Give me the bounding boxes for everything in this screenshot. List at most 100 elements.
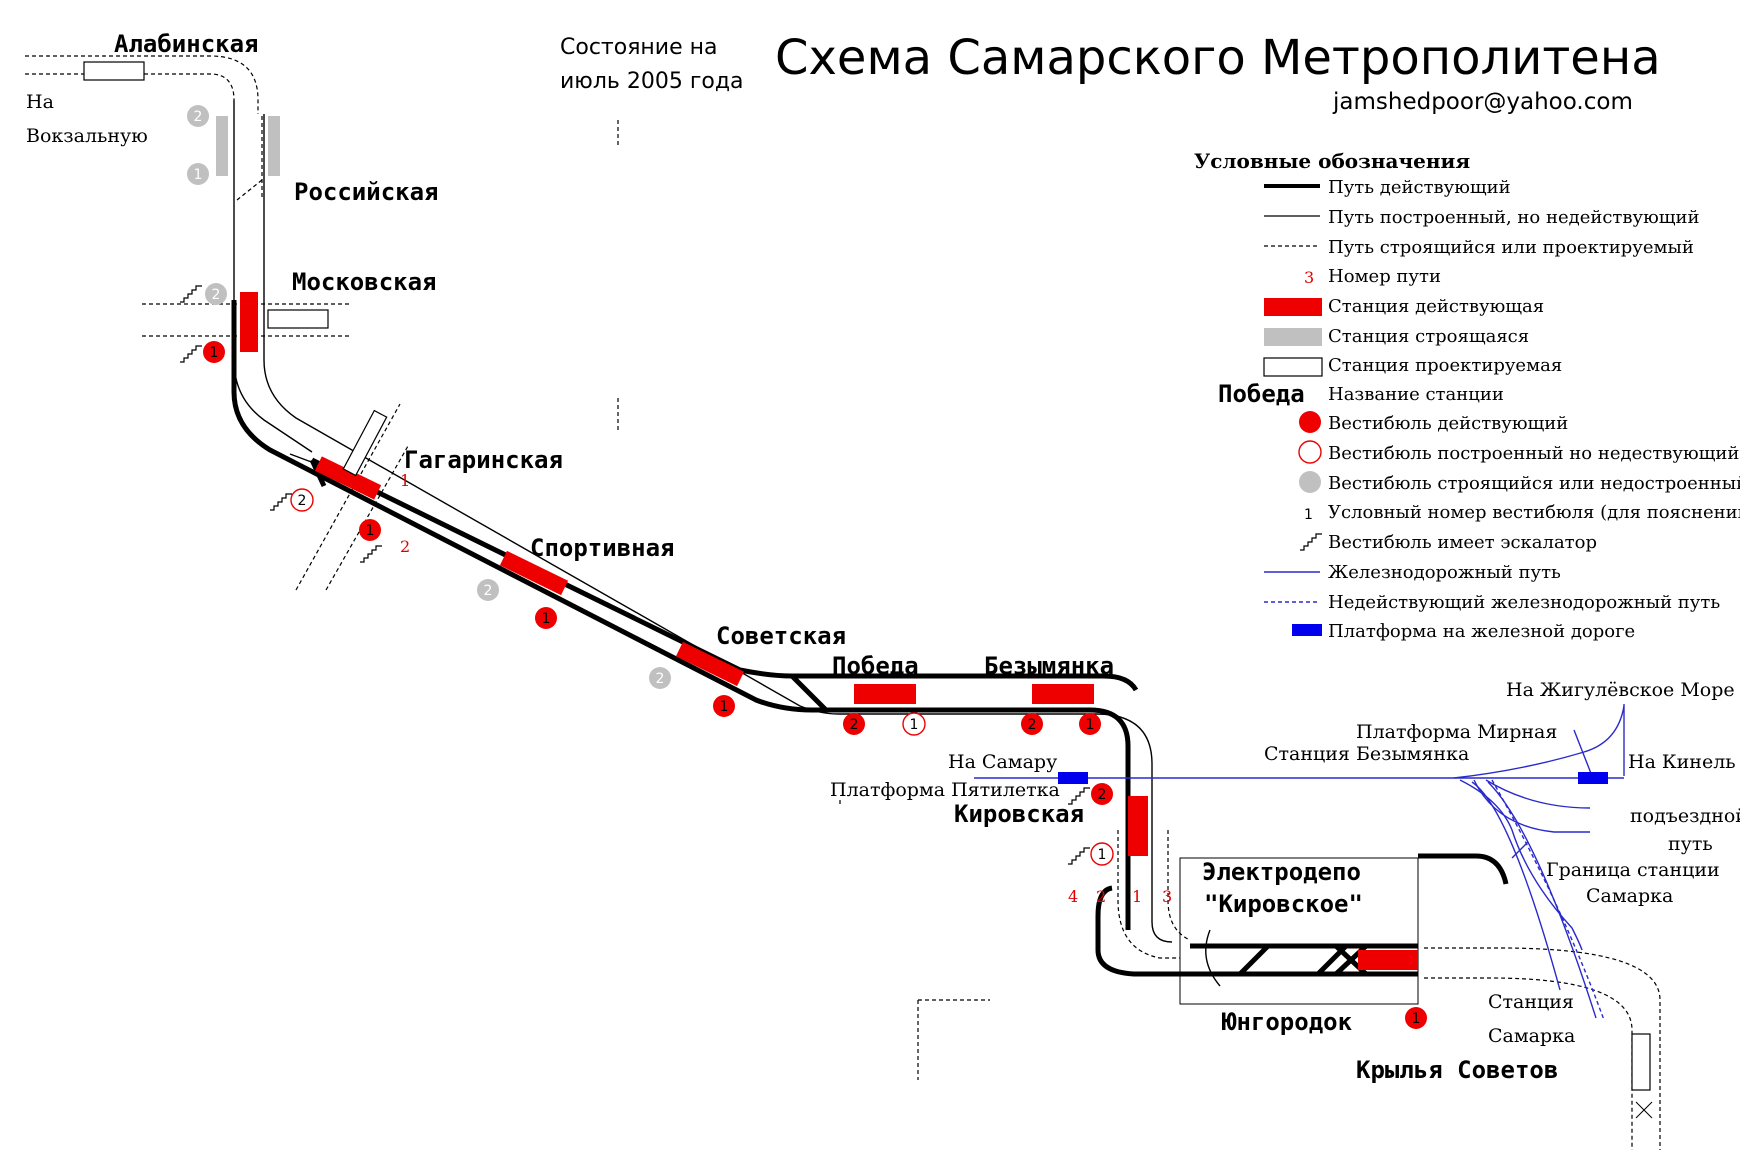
vestibule-kirovskaya-1 bbox=[1090, 842, 1114, 866]
station-sportivnaya-name: Спортивная bbox=[530, 534, 675, 562]
track-number-kirovskaya-2: 2 bbox=[1096, 887, 1106, 906]
legend-sample-vestibule-number: 1 bbox=[1304, 507, 1313, 523]
station-rossiyskaya-marker-a bbox=[216, 116, 228, 176]
label-na-zhigulevskoe-more: На Жигулёвское Море bbox=[1506, 679, 1735, 701]
label-vokzalnuyu: Вокзальную bbox=[26, 125, 148, 147]
legend-swatch-escalator bbox=[1300, 533, 1322, 551]
vestibule-pobeda-1 bbox=[902, 712, 926, 736]
vestibule-pobeda-1-label: 1 bbox=[910, 717, 919, 733]
station-moskovskaya-name: Московская bbox=[292, 268, 437, 296]
legend-swatch-vestibule-active bbox=[1299, 411, 1321, 433]
escalator-glyphs bbox=[180, 285, 1090, 865]
track-number-kirovskaya-4: 4 bbox=[1068, 887, 1078, 906]
station-bezymyanka-name: Безымянка bbox=[984, 652, 1114, 680]
legend-vestibule-built: Вестибюль построенный но недествующий bbox=[1328, 443, 1739, 464]
label-stanciya-bezymyanka: Станция Безымянка bbox=[1264, 743, 1469, 765]
escalator-kirovskaya-2 bbox=[1068, 787, 1090, 805]
platform-mirnaya-marker bbox=[1578, 772, 1608, 784]
legend-sample-station-name: Победа bbox=[1218, 380, 1305, 408]
krylya-junction-mark bbox=[1635, 1101, 1653, 1119]
legend-station-planned: Станция проектируемая bbox=[1328, 355, 1562, 376]
depot-arc bbox=[1205, 929, 1221, 987]
vestibule-sportivnaya-2 bbox=[477, 579, 499, 601]
station-kirovskaya-name: Кировская bbox=[954, 800, 1084, 828]
station-alabinskaya-marker bbox=[83, 61, 145, 81]
vestibule-alabinskaya-1 bbox=[187, 163, 209, 185]
legend-track-planned: Путь строящийся или проектируемый bbox=[1328, 237, 1694, 258]
legend-station-building: Станция строящаяся bbox=[1328, 326, 1529, 347]
station-rossiyskaya-name: Российская bbox=[294, 178, 439, 206]
escalator-kirovskaya-1 bbox=[1068, 847, 1090, 865]
station-krylya-sovetov-name: Крылья Советов bbox=[1356, 1056, 1558, 1084]
track-number-gagarinskaya-1: 1 bbox=[400, 471, 410, 490]
station-sovetskaya-name: Советская bbox=[716, 622, 846, 650]
station-pobeda-name: Победа bbox=[832, 652, 919, 680]
vestibule-sportivnaya-2-label: 2 bbox=[484, 583, 493, 599]
vestibules: 2 1 2 2 2 1 1 1 1 2 2 1 2 1 2 1 1 bbox=[187, 105, 1427, 1029]
legend-vestibule-active: Вестибюль действующий bbox=[1328, 413, 1568, 434]
station-moskovskaya-planned bbox=[267, 309, 329, 329]
planned-tracks bbox=[25, 55, 1661, 1150]
vestibule-sovetskaya-1 bbox=[713, 695, 735, 717]
legend-swatch-station-active bbox=[1264, 298, 1322, 316]
depot-name-line1: Электродепо bbox=[1202, 858, 1361, 886]
map-title: Схема Самарского Метрополитена bbox=[775, 30, 1661, 86]
label-samarka: Самарка bbox=[1488, 1025, 1575, 1047]
vestibule-bezymyanka-1 bbox=[1079, 713, 1101, 735]
legend-swatch-vestibule-built bbox=[1298, 440, 1322, 464]
vestibule-bezymyanka-1-label: 1 bbox=[1086, 717, 1095, 733]
vestibule-yungorodok-1 bbox=[1405, 1007, 1427, 1029]
track-number-gagarinskaya-2: 2 bbox=[400, 537, 410, 556]
vestibule-alabinskaya-1-label: 1 bbox=[194, 167, 203, 183]
escalator-moskovskaya-1 bbox=[180, 345, 202, 363]
legend-station-name: Название станции bbox=[1328, 384, 1504, 405]
station-gagarinskaya-marker bbox=[314, 456, 382, 500]
vestibule-kirovskaya-2 bbox=[1091, 783, 1113, 805]
station-gagarinskaya-planned bbox=[342, 409, 388, 477]
vestibule-sovetskaya-1-label: 1 bbox=[720, 699, 729, 715]
vestibule-sovetskaya-2-label: 2 bbox=[656, 671, 665, 687]
label-stanciya: Станция bbox=[1488, 991, 1574, 1013]
legend-swatch-station-building bbox=[1264, 328, 1322, 346]
label-platforma-pyatiletka: Платформа Пятилетка bbox=[830, 779, 1060, 801]
vestibule-moskovskaya-1 bbox=[203, 341, 225, 363]
author-email[interactable]: jamshedpoor@yahoo.com bbox=[1332, 89, 1633, 115]
vestibule-gagarinskaya-1 bbox=[359, 519, 381, 541]
vestibule-bezymyanka-2 bbox=[1021, 713, 1043, 735]
status-date-line2: июль 2005 года bbox=[560, 69, 744, 94]
station-moskovskaya-marker bbox=[240, 292, 258, 352]
legend-track-number: Номер пути bbox=[1328, 266, 1441, 287]
label-na-kinel: На Кинель bbox=[1628, 751, 1736, 773]
legend-sample-track-number: 3 bbox=[1304, 268, 1314, 287]
depot-frame bbox=[1179, 857, 1419, 1005]
track-number-kirovskaya-1: 1 bbox=[1132, 887, 1142, 906]
status-date-line1: Состояние на bbox=[560, 35, 718, 60]
station-pobeda-marker bbox=[854, 684, 916, 704]
vestibule-bezymyanka-2-label: 2 bbox=[1028, 717, 1037, 733]
vestibule-kirovskaya-2-label: 2 bbox=[1098, 787, 1107, 803]
label-platforma-mirnaya: Платформа Мирная bbox=[1356, 721, 1557, 743]
vestibule-alabinskaya-2 bbox=[187, 105, 209, 127]
station-kirovskaya-marker bbox=[1128, 796, 1148, 856]
vestibule-moskovskaya-1-label: 1 bbox=[210, 345, 219, 361]
vestibule-gagarinskaya-2-label: 2 bbox=[298, 493, 307, 509]
station-alabinskaya-name: Алабинская bbox=[114, 30, 259, 58]
legend-railway-inactive: Недействующий железнодорожный путь bbox=[1328, 592, 1720, 613]
escalator-gagarinskaya-2 bbox=[270, 493, 292, 511]
legend-track-built: Путь построенный, но недействующий bbox=[1328, 207, 1700, 228]
platform-pyatiletka-marker bbox=[1058, 772, 1088, 784]
vestibule-yungorodok-1-label: 1 bbox=[1412, 1011, 1421, 1027]
depot-name-line2: "Кировское" bbox=[1204, 890, 1363, 918]
vestibule-sportivnaya-1 bbox=[535, 607, 557, 629]
vestibule-sovetskaya-2 bbox=[649, 667, 671, 689]
vestibule-moskovskaya-2-label: 2 bbox=[212, 287, 221, 303]
station-sovetskaya-marker bbox=[675, 641, 745, 687]
legend-track-active: Путь действующий bbox=[1328, 177, 1511, 198]
legend-title: Условные обозначения bbox=[1194, 149, 1470, 173]
station-yungorodok-name: Юнгородок bbox=[1222, 1008, 1353, 1036]
station-gagarinskaya-name: Гагаринская bbox=[404, 446, 563, 474]
vestibule-pobeda-2 bbox=[843, 713, 865, 735]
station-rossiyskaya-marker-b bbox=[268, 116, 280, 176]
label-put: путь bbox=[1668, 833, 1713, 855]
legend-escalator: Вестибюль имеет эскалатор bbox=[1328, 532, 1597, 553]
